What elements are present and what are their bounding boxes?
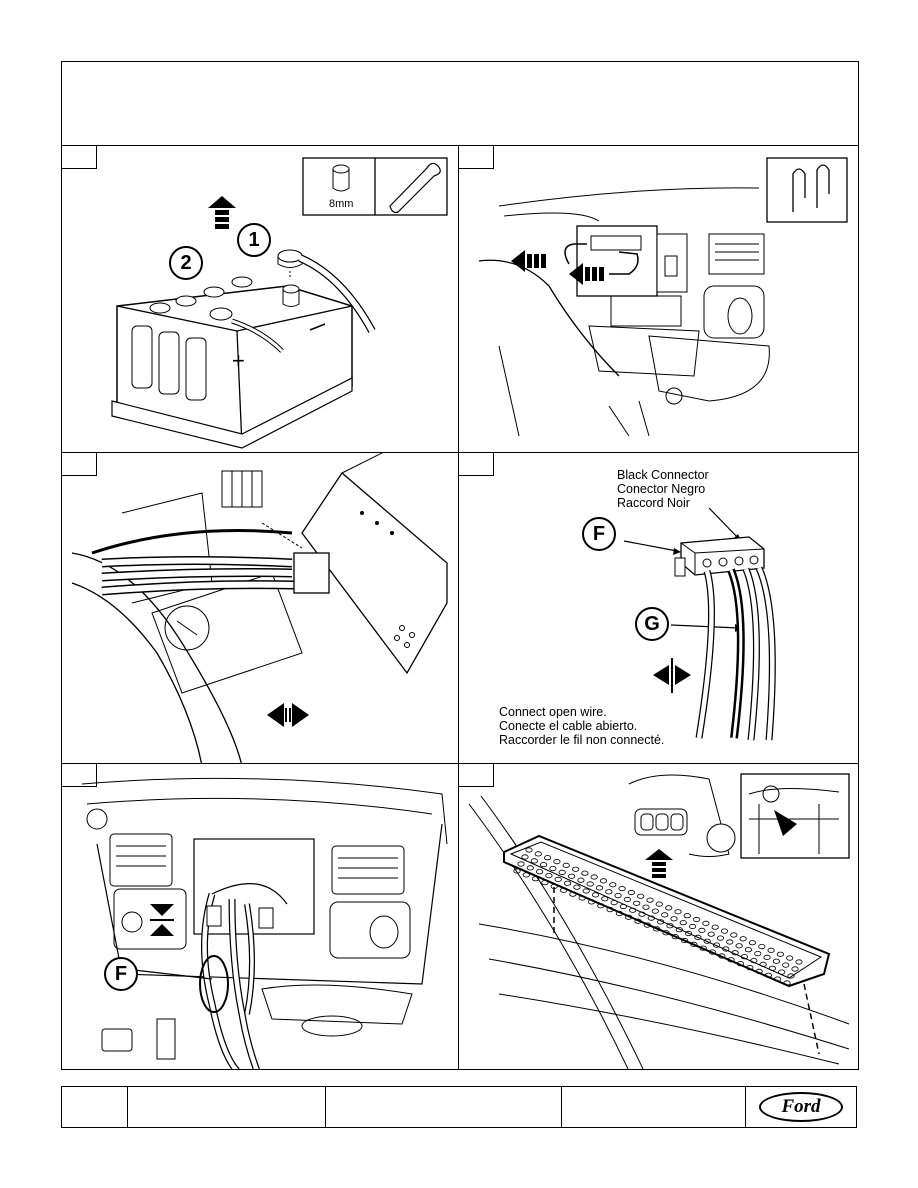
step-tab <box>62 453 97 476</box>
footer-cell <box>128 1087 326 1127</box>
panel-harness-disconnect <box>61 452 460 765</box>
tool-size-label: 8mm <box>329 198 354 210</box>
scuff-plate-holes <box>513 847 803 986</box>
step-tab <box>62 764 97 787</box>
step-tab <box>62 146 97 169</box>
ford-logo-text: Ford <box>781 1096 821 1117</box>
callout-1: 1 <box>237 223 271 257</box>
battery-illustration: + <box>111 157 448 449</box>
header-box <box>61 61 859 147</box>
panel-battery: + 8mm 1 2 <box>61 145 460 454</box>
panel-harness-route: F <box>61 763 460 1070</box>
callout-2: 2 <box>169 246 203 280</box>
footer-table: Ford <box>61 1086 857 1128</box>
radio-removal-illustration <box>478 157 848 437</box>
panel-connector: Black Connector Conector Negro Raccord N… <box>458 452 859 765</box>
panel-scuff-plate <box>458 763 859 1070</box>
callout-f: F <box>104 957 138 991</box>
ford-logo: Ford <box>759 1092 843 1122</box>
harness-disconnect-illustration <box>71 453 448 764</box>
connector-illustration <box>623 507 776 741</box>
svg-text:+: + <box>232 348 245 373</box>
footer-cell <box>62 1087 128 1127</box>
footer-cell <box>562 1087 746 1127</box>
connector-label: Black Connector Conector Negro Raccord N… <box>617 468 709 510</box>
harness-route-illustration <box>81 777 448 1069</box>
footer-cell <box>326 1087 562 1127</box>
step-tab <box>459 146 494 169</box>
callout-g: G <box>635 607 669 641</box>
step-tab <box>459 764 494 787</box>
scuff-plate-illustration <box>468 773 850 1069</box>
instruction-text: Connect open wire. Conecte el cable abie… <box>499 705 665 747</box>
step-tab <box>459 453 494 476</box>
callout-f: F <box>582 517 616 551</box>
panel-radio-removal <box>458 145 859 454</box>
